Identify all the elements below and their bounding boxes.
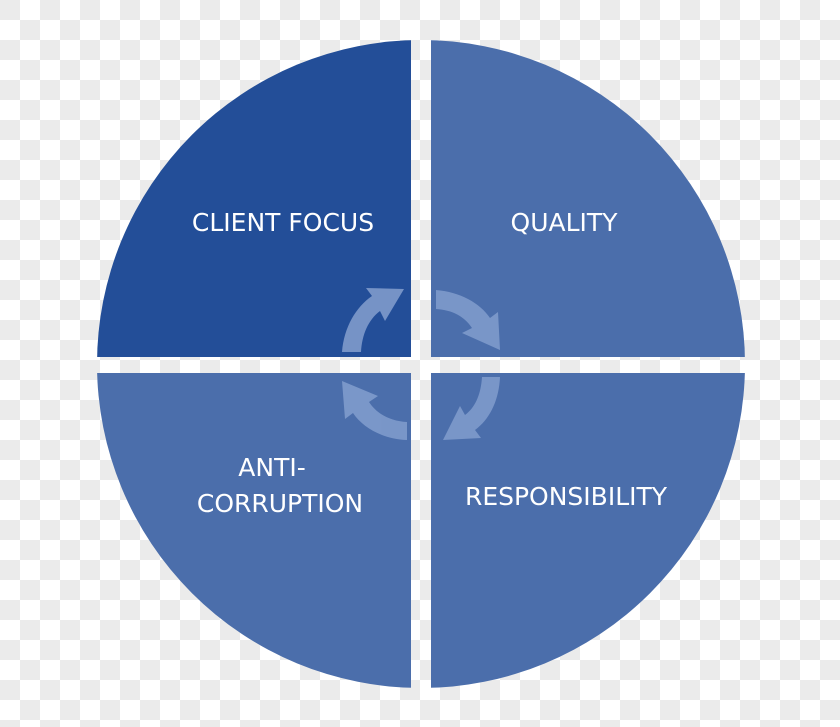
label-anti-corruption-line1: ANTI- bbox=[238, 453, 306, 482]
cycle-arrow-icon bbox=[443, 377, 500, 440]
cycle-arrow-icon bbox=[436, 290, 500, 350]
label-client-focus: CLIENT FOCUS bbox=[191, 208, 375, 237]
label-responsibility: RESPONSIBILITY bbox=[464, 482, 668, 511]
label-quality: QUALITY bbox=[510, 208, 618, 237]
label-anti-corruption-line2: CORRUPTION bbox=[196, 489, 364, 518]
cycle-arrow-icon bbox=[342, 288, 404, 352]
cycle-arrow-icon bbox=[342, 381, 407, 440]
